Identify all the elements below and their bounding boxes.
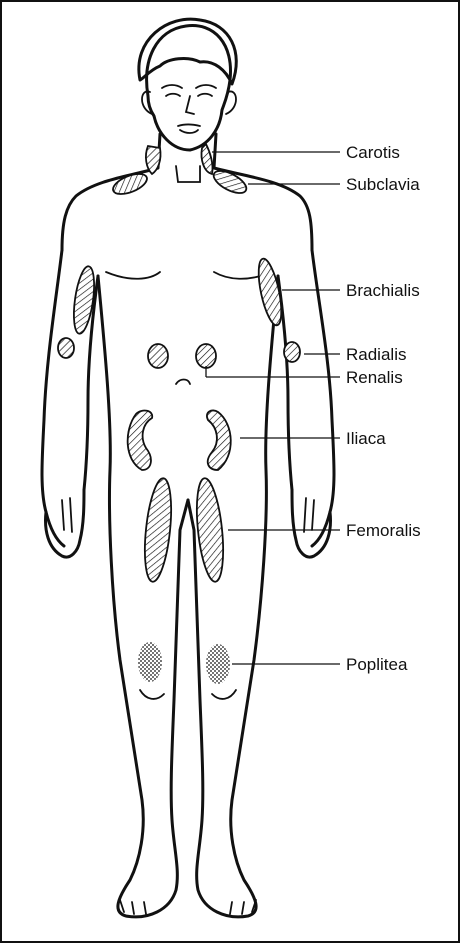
carotis-zone-left [146, 146, 161, 174]
renalis-zone-left [148, 344, 168, 368]
label-radialis: Radialis [346, 345, 406, 364]
iliaca-zone-right [207, 410, 231, 470]
renalis-zone-right [196, 344, 216, 368]
label-brachialis: Brachialis [346, 281, 420, 300]
radialis-zone-right [284, 342, 300, 362]
legs [98, 276, 278, 917]
radialis-zone-left [58, 338, 74, 358]
label-femoralis: Femoralis [346, 521, 421, 540]
labels: Carotis Subclavia Brachialis Radialis Re… [346, 143, 421, 674]
poplitea-zone-left [138, 642, 162, 682]
femoralis-zone-right [193, 477, 228, 583]
label-renalis: Renalis [346, 368, 403, 387]
head [139, 19, 236, 150]
poplitea-zone-right [206, 644, 230, 684]
leader-lines [206, 152, 340, 664]
pulse-zones [58, 144, 300, 684]
carotis-zone-right [201, 144, 212, 174]
label-poplitea: Poplitea [346, 655, 408, 674]
femoralis-zone-left [141, 477, 176, 583]
torso [62, 134, 312, 384]
iliaca-zone-left [128, 411, 153, 470]
label-subclavia: Subclavia [346, 175, 420, 194]
label-iliaca: Iliaca [346, 429, 386, 448]
label-carotis: Carotis [346, 143, 400, 162]
